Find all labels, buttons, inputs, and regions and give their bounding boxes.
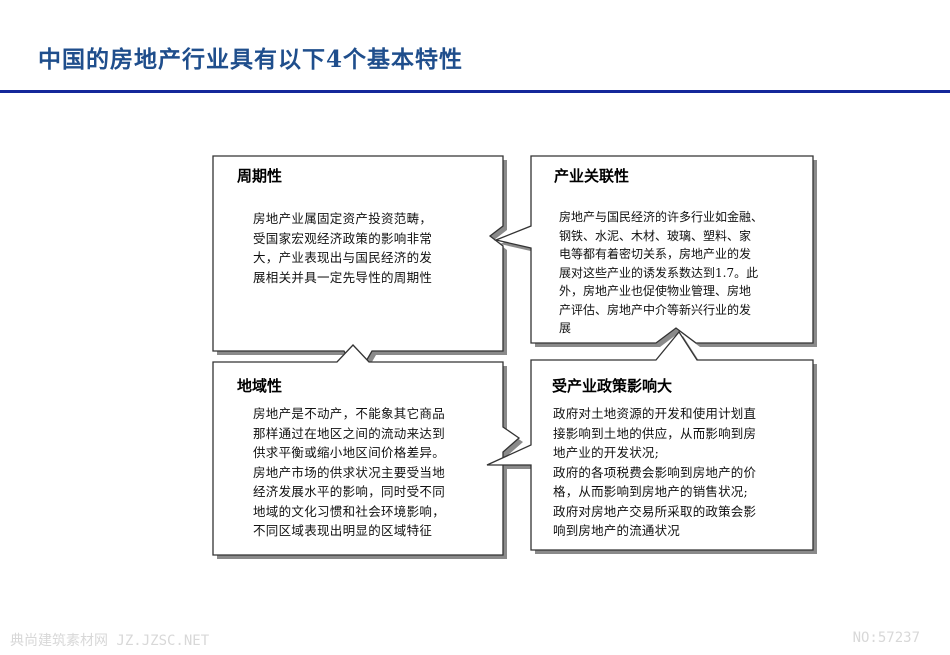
industry-linkage-line: 外，房地产业也促使物业管理、房地 (559, 284, 752, 298)
industry-linkage-line: 房地产与国民经济的许多行业如金融、 (559, 210, 764, 224)
callout-box-cyclical (212, 155, 504, 377)
cyclical-line: 受国家宏观经济政策的影响非常 (253, 230, 433, 246)
regional-body: 房地产是不动产，不能象其它商品 那样通过在地区之间的流动来达到 供求平衡或缩小地… (253, 404, 445, 541)
policy-title: 受产业政策影响大 (552, 377, 673, 395)
callout-box-policy (486, 330, 814, 551)
watermark-site: 典尚建筑素材网 JZ.JZSC.NET (10, 633, 210, 649)
regional-line: 房地产是不动产，不能象其它商品 (253, 406, 446, 421)
policy-line: 响到房地产的流通状况 (553, 523, 681, 538)
industry-linkage-line: 产评估、房地产中介等新兴行业的发 (559, 302, 752, 317)
industry-linkage-body: 房地产与国民经济的许多行业如金融、 钢铁、水泥、木材、玻璃、塑料、家 电等都有着… (559, 208, 763, 338)
policy-line: 政府的各项税费会影响到房地产的价 (553, 464, 757, 480)
cyclical-line: 大，产业表现出与国民经济的发 (253, 250, 433, 265)
regional-line: 房地产市场的供求状况主要受当地 (253, 464, 446, 480)
policy-line: 政府对房地产交易所采取的政策会影 (553, 503, 757, 519)
cyclical-title: 周期性 (237, 167, 283, 185)
industry-linkage-title: 产业关联性 (554, 167, 630, 185)
cyclical-line: 展相关并具一定先导性的周期性 (253, 269, 433, 285)
policy-line: 地产业的开发状况; (553, 445, 660, 460)
industry-linkage-line: 钢铁、水泥、木材、玻璃、塑料、家 (559, 228, 752, 243)
callout-box-regional (212, 344, 521, 556)
regional-title: 地域性 (237, 377, 283, 395)
regional-line: 不同区域表现出明显的区域特征 (253, 523, 433, 538)
watermark-number: NO:57237 (852, 630, 920, 646)
policy-line: 政府对土地资源的开发和使用计划直 (553, 406, 757, 421)
cyclical-line: 房地产业属固定资产投资范畴， (253, 211, 433, 226)
regional-line: 经济发展水平的影响，同时受不同 (253, 484, 446, 499)
policy-line: 接影响到土地的供应，从而影响到房 (553, 425, 757, 441)
policy-line: 格，从而影响到房地产的销售状况; (553, 484, 748, 499)
regional-line: 地域的文化习惯和社会环境影响， (253, 503, 446, 519)
title-divider (0, 90, 950, 93)
slide-title: 中国的房地产行业具有以下4个基本特性 (38, 46, 464, 73)
industry-linkage-line: 展对这些产业的诱发系数达到1.7。此 (559, 265, 759, 280)
cyclical-body: 房地产业属固定资产投资范畴， 受国家宏观经济政策的影响非常 大，产业表现出与国民… (253, 209, 432, 287)
industry-linkage-line: 展 (559, 321, 572, 335)
regional-line: 供求平衡或缩小地区间价格差异。 (253, 445, 446, 460)
callout-box-industry-linkage (493, 155, 814, 344)
regional-line: 那样通过在地区之间的流动来达到 (253, 425, 446, 441)
policy-body: 政府对土地资源的开发和使用计划直 接影响到土地的供应，从而影响到房 地产业的开发… (553, 404, 756, 541)
industry-linkage-line: 电等都有着密切关系，房地产业的发 (559, 247, 752, 261)
